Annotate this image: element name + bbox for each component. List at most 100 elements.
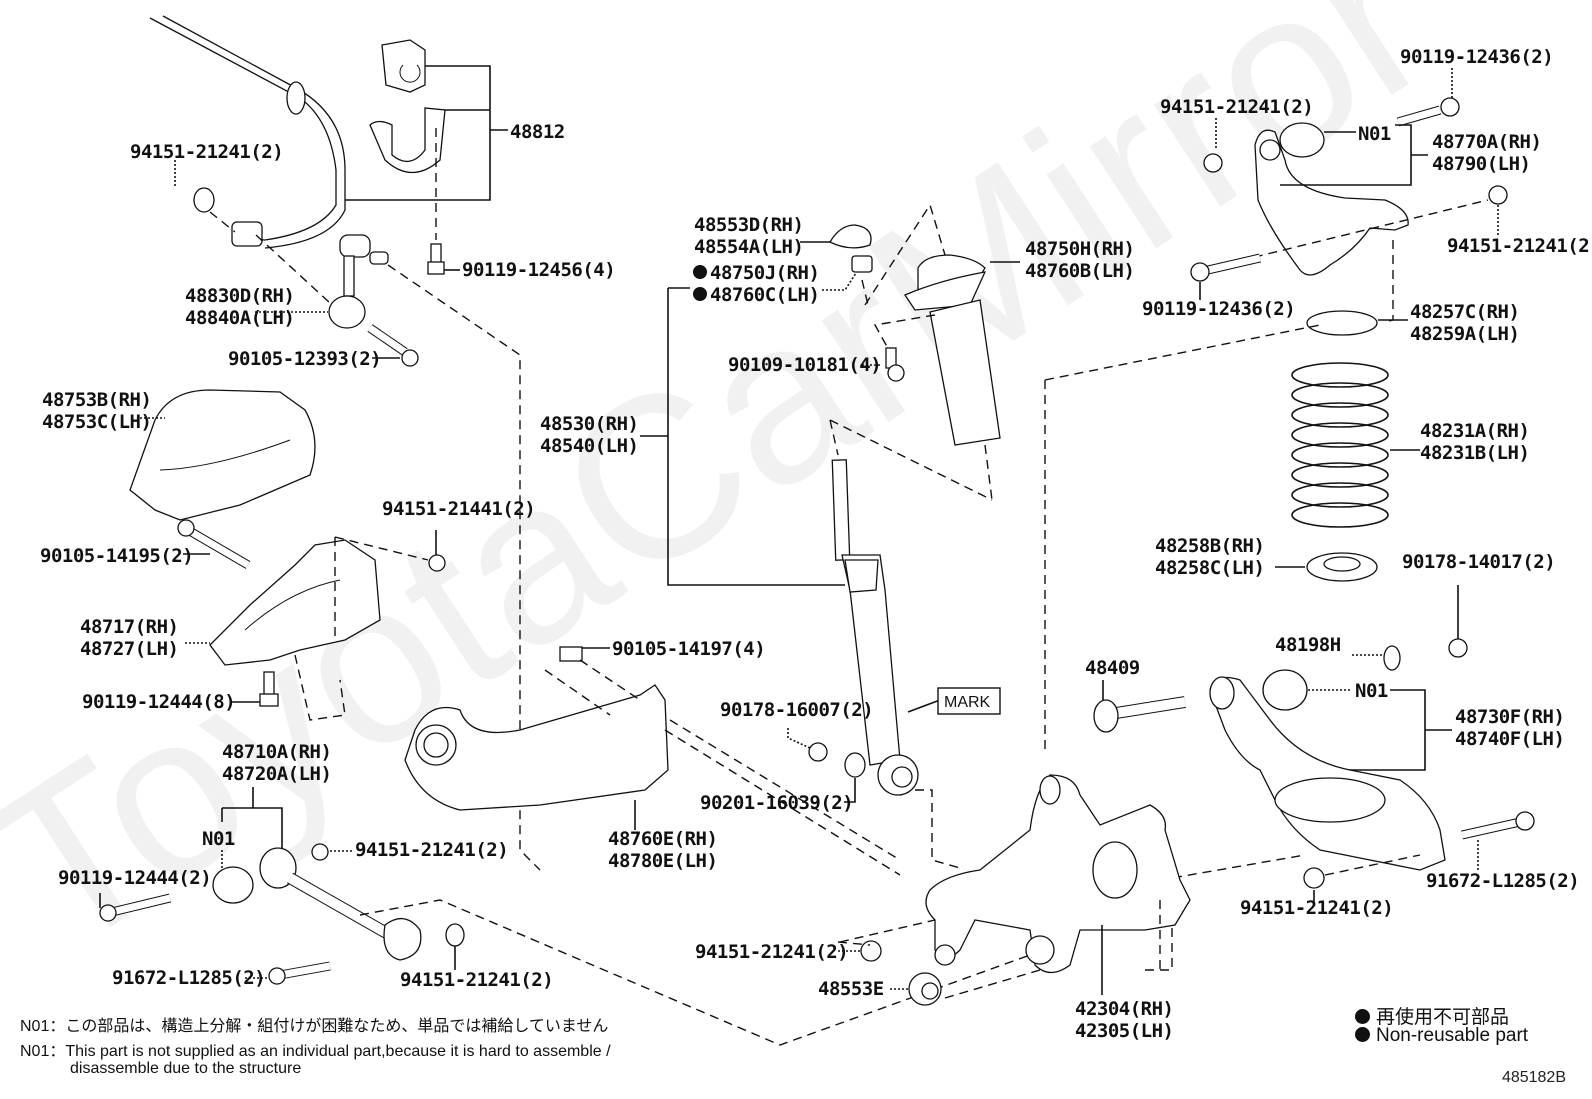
label-n01-upper: N01	[1358, 123, 1391, 145]
upper-arm	[1254, 129, 1409, 276]
footnote-jp-text: この部品は、構造上分解・組付けが困難なため、単品では補給していません	[65, 1018, 609, 1035]
bolt-icon	[177, 519, 251, 569]
footnote-en-cont: disassemble due to the structure	[70, 1060, 301, 1077]
label-lower-bolt: 91672-L1285(2)	[1426, 870, 1579, 892]
mark-box	[937, 687, 1001, 715]
bolt-icon	[367, 324, 419, 367]
footnote-en-line2: disassemble due to the structure	[70, 1060, 302, 1077]
footnote-en-prefix: N01：	[20, 1043, 66, 1060]
nut-icon	[445, 923, 465, 947]
bolt-icon	[1396, 97, 1460, 127]
label-bracket-lh: 48727(LH)	[80, 638, 178, 660]
label-washer-lower: 48198H	[1275, 634, 1341, 656]
non-reusable-dot	[693, 287, 707, 301]
footnote-jp-prefix: N01：	[20, 1018, 66, 1035]
label-knuckle-rh: 42304(RH)	[1075, 998, 1173, 1020]
legend-jp-text: 再使用不可部品	[1376, 1007, 1510, 1028]
spring-coil	[1291, 482, 1389, 508]
label-bolt-bracket2: 90105-14195(2)	[40, 545, 193, 567]
bolt-icon	[259, 671, 279, 707]
spring-coil	[1291, 422, 1389, 448]
label-shock-nut: 90178-16007(2)	[720, 699, 873, 721]
label-cover-rh: 48753B(RH)	[42, 389, 151, 411]
knuckle	[925, 774, 1191, 974]
label-insulator-lower-rh: 48258B(RH)	[1155, 535, 1264, 557]
label-nut-toe: 94151-21241(2)	[355, 839, 508, 861]
label-knuckle-bushing: 48553E	[818, 978, 884, 1000]
legend-jp: 再使用不可部品	[1355, 1002, 1509, 1029]
washer-icon	[844, 752, 866, 778]
stabilizer-link	[328, 234, 389, 329]
label-insulator-upper-lh: 48259A(LH)	[1410, 323, 1519, 345]
bolt-icon	[268, 961, 331, 985]
label-bolt-bracket3: 90119-12444(8)	[82, 691, 235, 713]
label-upper-lh: 48790(LH)	[1432, 153, 1530, 175]
stabilizer-bar	[149, 15, 346, 249]
legend-en: Non-reusable part	[1355, 1025, 1528, 1047]
label-cap-rh: 48553D(RH)	[694, 214, 803, 236]
label-knuckle-lh: 42305(LH)	[1075, 1020, 1173, 1042]
spring-coil	[1291, 402, 1389, 428]
label-support-rh: 48750H(RH)	[1025, 238, 1134, 260]
bolt-icon	[885, 347, 905, 382]
label-cam-bolt: 48409	[1085, 657, 1140, 679]
label-link-rh: 48830D(RH)	[185, 285, 294, 307]
label-trail-rh: 48760E(RH)	[608, 828, 717, 850]
nut-icon	[1303, 867, 1325, 889]
spring-coil	[1291, 382, 1389, 408]
shock-absorber	[831, 459, 919, 796]
diagram-code: 485182B	[1501, 1069, 1566, 1086]
non-reusable-dot-icon	[1355, 1009, 1370, 1024]
label-link-bolt: 90105-12393(2)	[228, 348, 381, 370]
spring-coil	[1291, 462, 1389, 488]
label-bracket-rh: 48717(RH)	[80, 616, 178, 638]
coil-spring	[1291, 362, 1389, 528]
upper-insulator	[1306, 310, 1378, 336]
bolt-icon	[1190, 253, 1262, 282]
cam-bolt-icon	[1093, 696, 1186, 733]
footnote-jp: N01：この部品は、構造上分解・組付けが困難なため、単品では補給していません	[20, 1018, 608, 1035]
label-upper-rh: 48770A(RH)	[1432, 131, 1541, 153]
label-toe-lh: 48720A(LH)	[222, 763, 331, 785]
bolt-icon	[427, 243, 445, 275]
label-support-lh: 48760B(LH)	[1025, 260, 1134, 282]
label-bolt-toe: 90119-12444(2)	[58, 867, 211, 889]
cover-part	[129, 389, 316, 521]
bolt-icon	[559, 646, 583, 662]
label-upper-nut-right: 94151-21241(2)	[1447, 235, 1592, 257]
spring-coil	[1291, 502, 1389, 528]
label-shock-rh: 48530(RH)	[540, 413, 638, 435]
nut-icon	[1488, 185, 1508, 205]
label-mark: MARK	[944, 694, 991, 711]
label-n01-toe: N01	[202, 828, 235, 850]
label-trail-bolt: 90105-14197(4)	[612, 638, 765, 660]
bolt-icon	[99, 893, 172, 922]
toe-link	[212, 847, 422, 961]
label-upper-bolt-top: 90119-12436(2)	[1400, 46, 1553, 68]
non-reusable-dot	[693, 265, 707, 279]
label-cap-lh: 48554A(LH)	[694, 236, 803, 258]
footnote-en-line1: This part is not supplied as an individu…	[65, 1043, 611, 1060]
label-nut-rh: 48750J(RH)	[710, 262, 819, 284]
washer-icon	[1383, 645, 1401, 671]
upper-bushing	[1279, 122, 1325, 158]
label-trail-lh: 48780E(LH)	[608, 850, 717, 872]
trailing-arm	[404, 684, 669, 811]
label-lower-lh: 48740F(LH)	[1455, 728, 1564, 750]
nut-icon	[860, 940, 882, 962]
nut-icon	[851, 255, 873, 273]
label-insulator-upper-rh: 48257C(RH)	[1410, 301, 1519, 323]
upper-support	[904, 254, 1001, 446]
nut-icon	[1448, 638, 1468, 658]
nut-icon	[193, 187, 215, 213]
legend-en-text: Non-reusable part	[1376, 1025, 1529, 1046]
cap-icon	[829, 224, 872, 249]
nut-icon	[428, 554, 446, 572]
label-lower-nut2: 94151-21241(2)	[1240, 897, 1393, 919]
spring-coil	[1291, 442, 1389, 468]
label-spring-rh: 48231A(RH)	[1420, 420, 1529, 442]
label-stabilizer-bushing: 48812	[510, 121, 565, 143]
label-bolt-toe2: 91672-L1285(2)	[112, 967, 265, 989]
footnote-en: N01：This part is not supplied as an indi…	[20, 1043, 611, 1060]
